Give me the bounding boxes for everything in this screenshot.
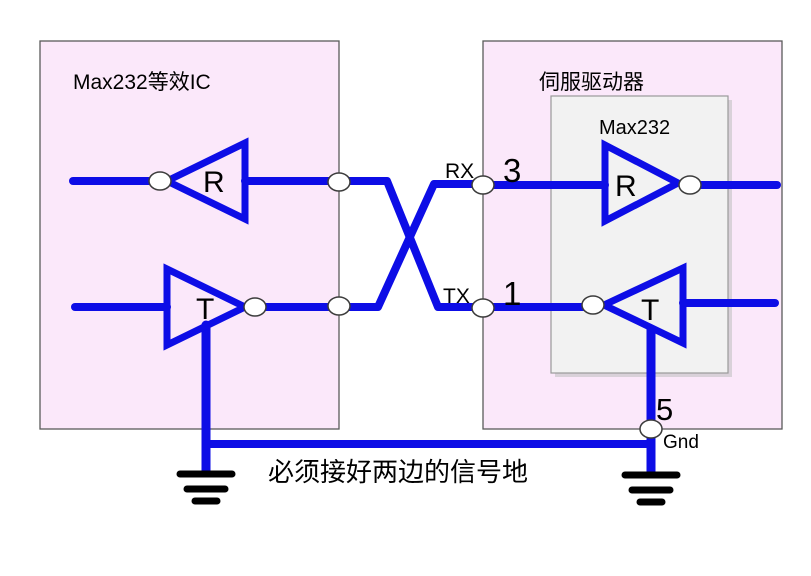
tx-signal-label: TX (443, 285, 470, 308)
node-tx-pin1 (471, 298, 495, 318)
node-left-box-top (327, 172, 351, 192)
tx-pin-number: 1 (503, 275, 521, 312)
gnd-pin-number: 5 (656, 392, 673, 427)
rx-signal-label: RX (445, 160, 474, 183)
left-transmitter-label: T (196, 293, 214, 326)
chip-title: Max232 (599, 117, 670, 139)
right-box-title: 伺服驱动器 (539, 71, 644, 94)
gnd-signal-label: Gnd (663, 432, 699, 453)
ground-symbol-left-icon (176, 470, 236, 505)
node-left-receiver-output (148, 171, 172, 191)
node-right-transmitter-output (581, 295, 605, 315)
ground-symbol-right-icon (621, 471, 681, 506)
max232-chip-box (550, 95, 729, 374)
node-gnd-pin5 (639, 419, 663, 439)
left-box-title: Max232等效IC (73, 71, 211, 94)
node-left-box-bottom (327, 296, 351, 316)
left-transmitter-buffer-icon (163, 263, 253, 351)
right-receiver-label: R (615, 170, 637, 203)
rx-pin-number: 3 (503, 152, 521, 189)
max232-equivalent-ic-box (39, 40, 340, 430)
node-left-transmitter-output (243, 297, 267, 317)
node-rx-pin3 (471, 175, 495, 195)
wire-cross-left-bottom-to-rx (251, 180, 487, 311)
left-receiver-buffer-icon (159, 137, 249, 225)
node-right-receiver-output (678, 175, 702, 195)
wire-cross-left-top-to-tx (241, 177, 487, 311)
right-transmitter-buffer-icon (595, 262, 687, 349)
ground-note-text: 必须接好两边的信号地 (268, 457, 528, 487)
right-receiver-buffer-icon (601, 139, 686, 227)
right-transmitter-label: T (641, 294, 659, 327)
left-receiver-label: R (203, 166, 225, 199)
